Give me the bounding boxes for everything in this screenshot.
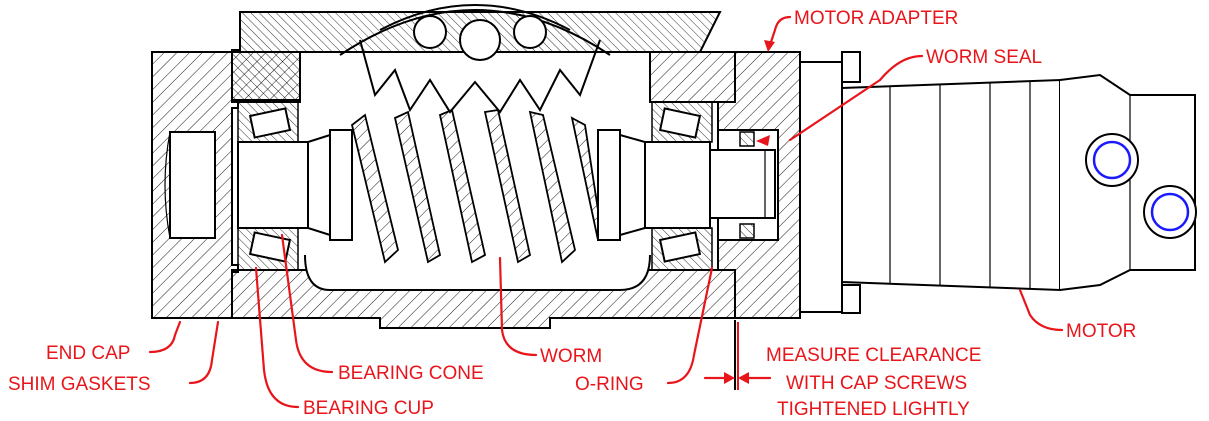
label-worm-seal: WORM SEAL [926, 47, 1042, 68]
left-bearing [237, 101, 299, 271]
motor-body [799, 51, 1197, 314]
label-o-ring: O-RING [575, 374, 644, 395]
label-cap-screws: WITH CAP SCREWS [786, 373, 967, 394]
callout-leaders [148, 15, 1064, 409]
label-worm: WORM [540, 346, 602, 367]
label-tightened-lightly: TIGHTENED LIGHTLY [777, 399, 970, 420]
label-measure-clearance: MEASURE CLEARANCE [766, 345, 981, 366]
label-motor-adapter: MOTOR ADAPTER [794, 8, 958, 29]
label-motor: MOTOR [1066, 321, 1136, 342]
label-shim-gaskets: SHIM GASKETS [8, 374, 151, 395]
worm-shaft [237, 129, 776, 241]
worm-seal-part [739, 131, 755, 147]
worm-wheel [231, 4, 722, 114]
worm-threads [350, 108, 599, 264]
label-bearing-cone: BEARING CONE [338, 363, 484, 384]
worm-seal-part-lower [739, 223, 755, 239]
label-end-cap: END CAP [46, 343, 130, 364]
end-cap [151, 51, 239, 319]
right-bearing [651, 101, 713, 271]
label-bearing-cup: BEARING CUP [303, 398, 434, 419]
